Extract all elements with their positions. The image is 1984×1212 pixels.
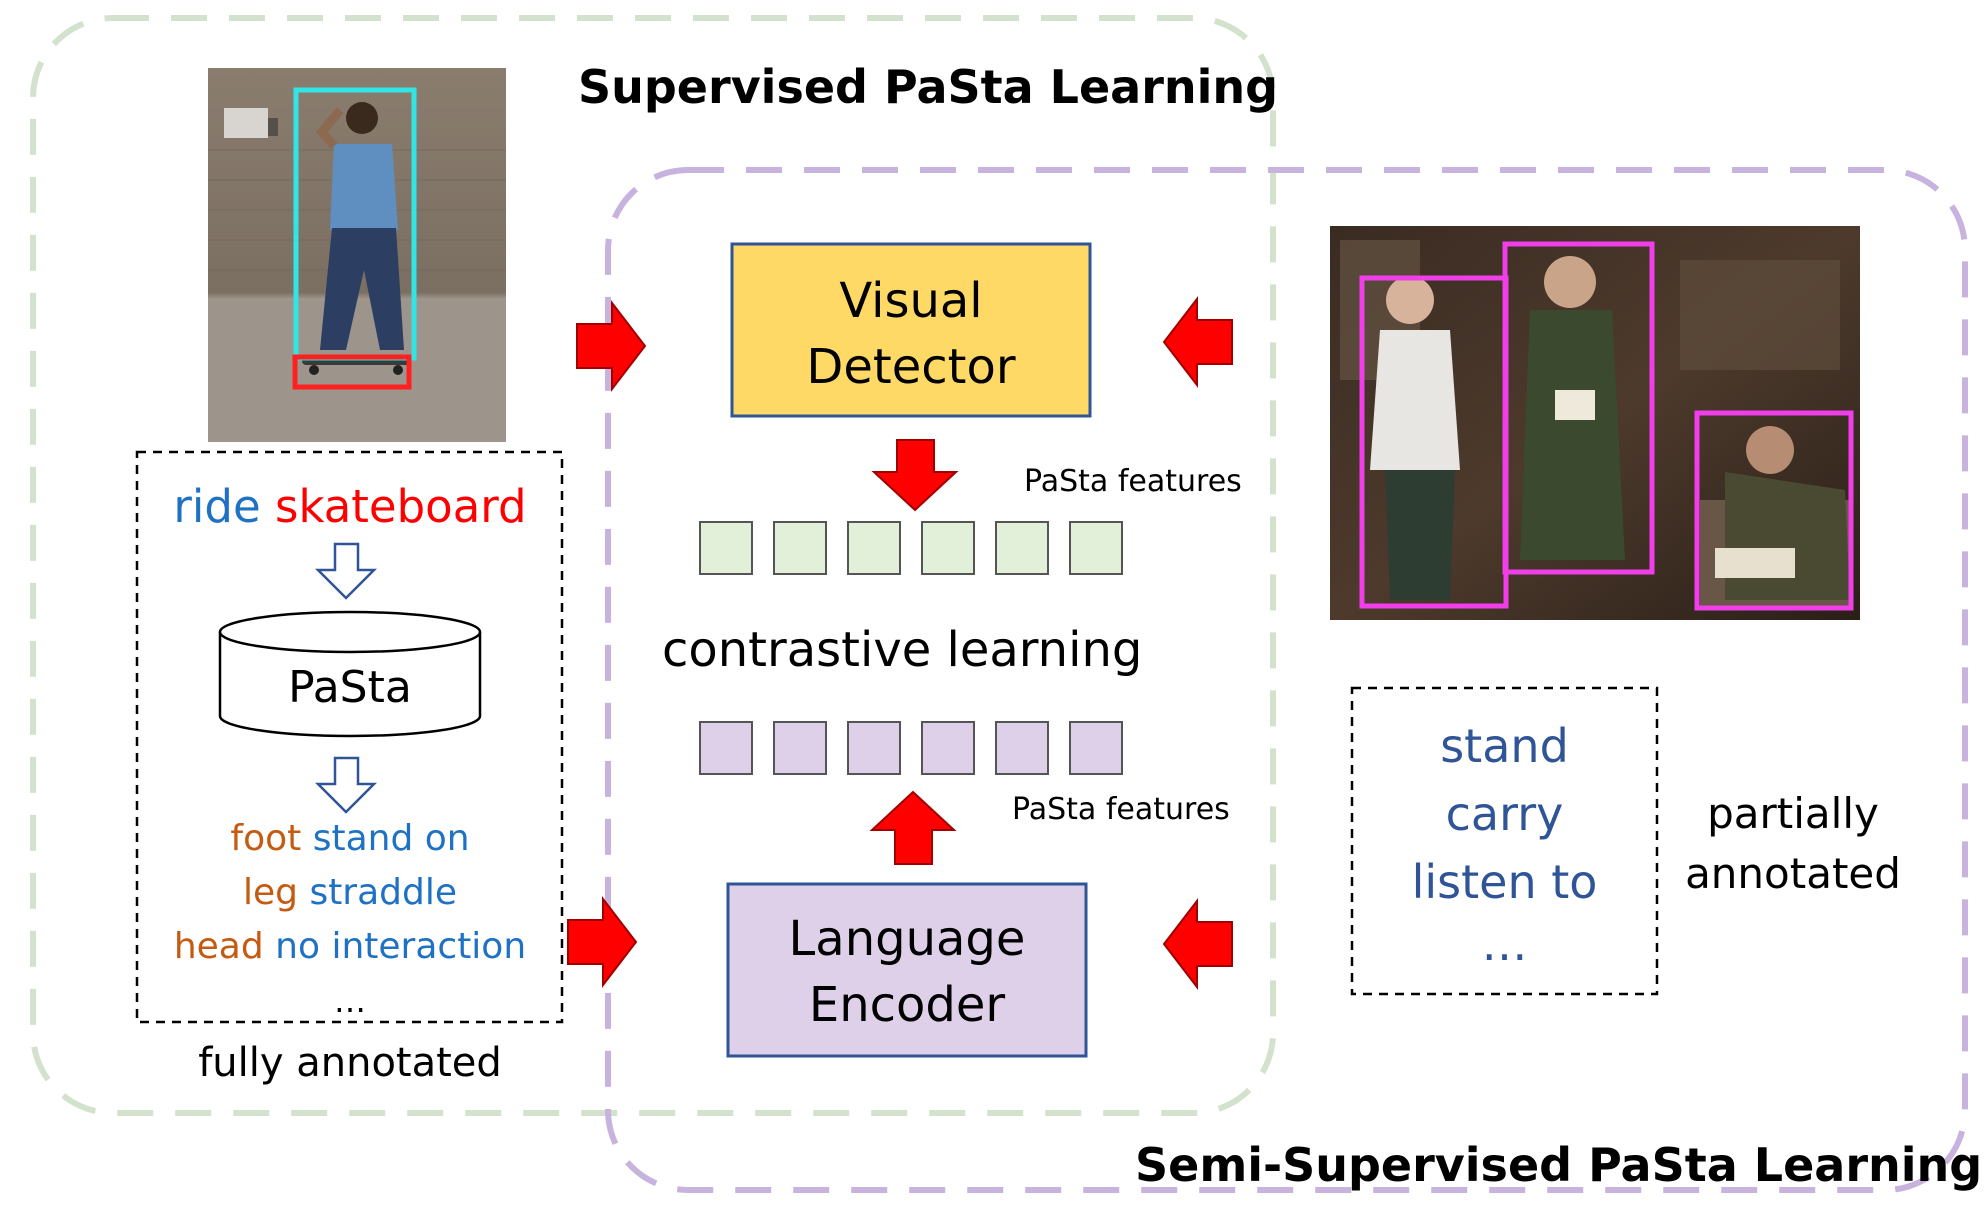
pasta-state: stand on [312, 818, 470, 859]
feature-square [847, 521, 901, 575]
language-encoder-line2: Encoder [808, 977, 1006, 1033]
features-label-bottom: PaSta features [1012, 792, 1230, 827]
visual-detector-line1: Visual [839, 273, 983, 329]
feature-square [847, 721, 901, 775]
partially-annotated-caption: partially annotated [1668, 784, 1918, 904]
semi-supervised-title: Semi-Supervised PaSta Learning [1135, 1138, 1983, 1192]
semi-supervised-region [605, 167, 1968, 1193]
feature-square [699, 521, 753, 575]
visual-detector-box [730, 242, 1092, 418]
feature-square [699, 721, 753, 775]
feature-square [995, 721, 1049, 775]
caption-line2: annotated [1685, 849, 1901, 898]
partial-label: carry [1445, 787, 1564, 841]
pasta-line-2: leg straddle [130, 872, 570, 913]
movie-scene-photo [1330, 226, 1860, 620]
language-encoder-line1: Language [788, 911, 1026, 967]
supervised-region [30, 15, 1276, 1116]
red-arrow-icon [871, 439, 959, 512]
feature-square [995, 521, 1049, 575]
pasta-ellipsis: … [334, 982, 366, 1020]
database-label: PaSta [288, 662, 412, 713]
partial-annotation-box [1350, 686, 1659, 996]
partial-label: … [1481, 917, 1528, 971]
pasta-part: foot [230, 818, 302, 859]
language-encoder-box [726, 882, 1088, 1058]
partial-label: stand [1440, 719, 1569, 773]
feature-square [773, 521, 827, 575]
feature-square [773, 721, 827, 775]
partial-labels: stand carry listen to … [1352, 712, 1657, 972]
language-encoder-label: Language Encoder [728, 906, 1086, 1038]
pasta-part: leg [242, 872, 298, 913]
feature-square [921, 521, 975, 575]
pasta-line-1: foot stand on [130, 818, 570, 859]
contrastive-learning-label: contrastive learning [662, 622, 1143, 678]
cylinder-icon [218, 610, 482, 738]
hoi-verb: ride [173, 480, 261, 533]
feature-square [921, 721, 975, 775]
skateboard-photo [208, 68, 506, 442]
partial-label: listen to [1411, 855, 1598, 909]
red-arrow-icon [869, 790, 957, 865]
supervised-title: Supervised PaSta Learning [578, 60, 1279, 114]
visual-detector-label: Visual Detector [732, 268, 1090, 400]
pasta-state: straddle [309, 872, 458, 913]
red-arrow-icon [1162, 898, 1233, 990]
hoi-label: ride skateboard [130, 480, 570, 533]
feature-row-language [699, 721, 1123, 775]
caption-line1: partially [1707, 789, 1879, 838]
full-annotation-box [135, 450, 564, 1024]
feature-row-visual [699, 521, 1123, 575]
features-label-top: PaSta features [1024, 464, 1242, 499]
down-hollow-arrow-icon [314, 756, 378, 814]
hoi-object: skateboard [275, 480, 527, 533]
fully-annotated-caption: fully annotated [198, 1040, 502, 1086]
red-arrow-icon [576, 300, 647, 392]
feature-square [1069, 721, 1123, 775]
pasta-part: head [173, 926, 264, 967]
red-arrow-icon [567, 896, 638, 988]
red-arrow-icon [1162, 296, 1233, 388]
pasta-state: no interaction [275, 926, 527, 967]
feature-square [1069, 521, 1123, 575]
visual-detector-line2: Detector [806, 339, 1016, 395]
down-hollow-arrow-icon [314, 542, 378, 600]
pasta-line-3: head no interaction [130, 926, 570, 967]
